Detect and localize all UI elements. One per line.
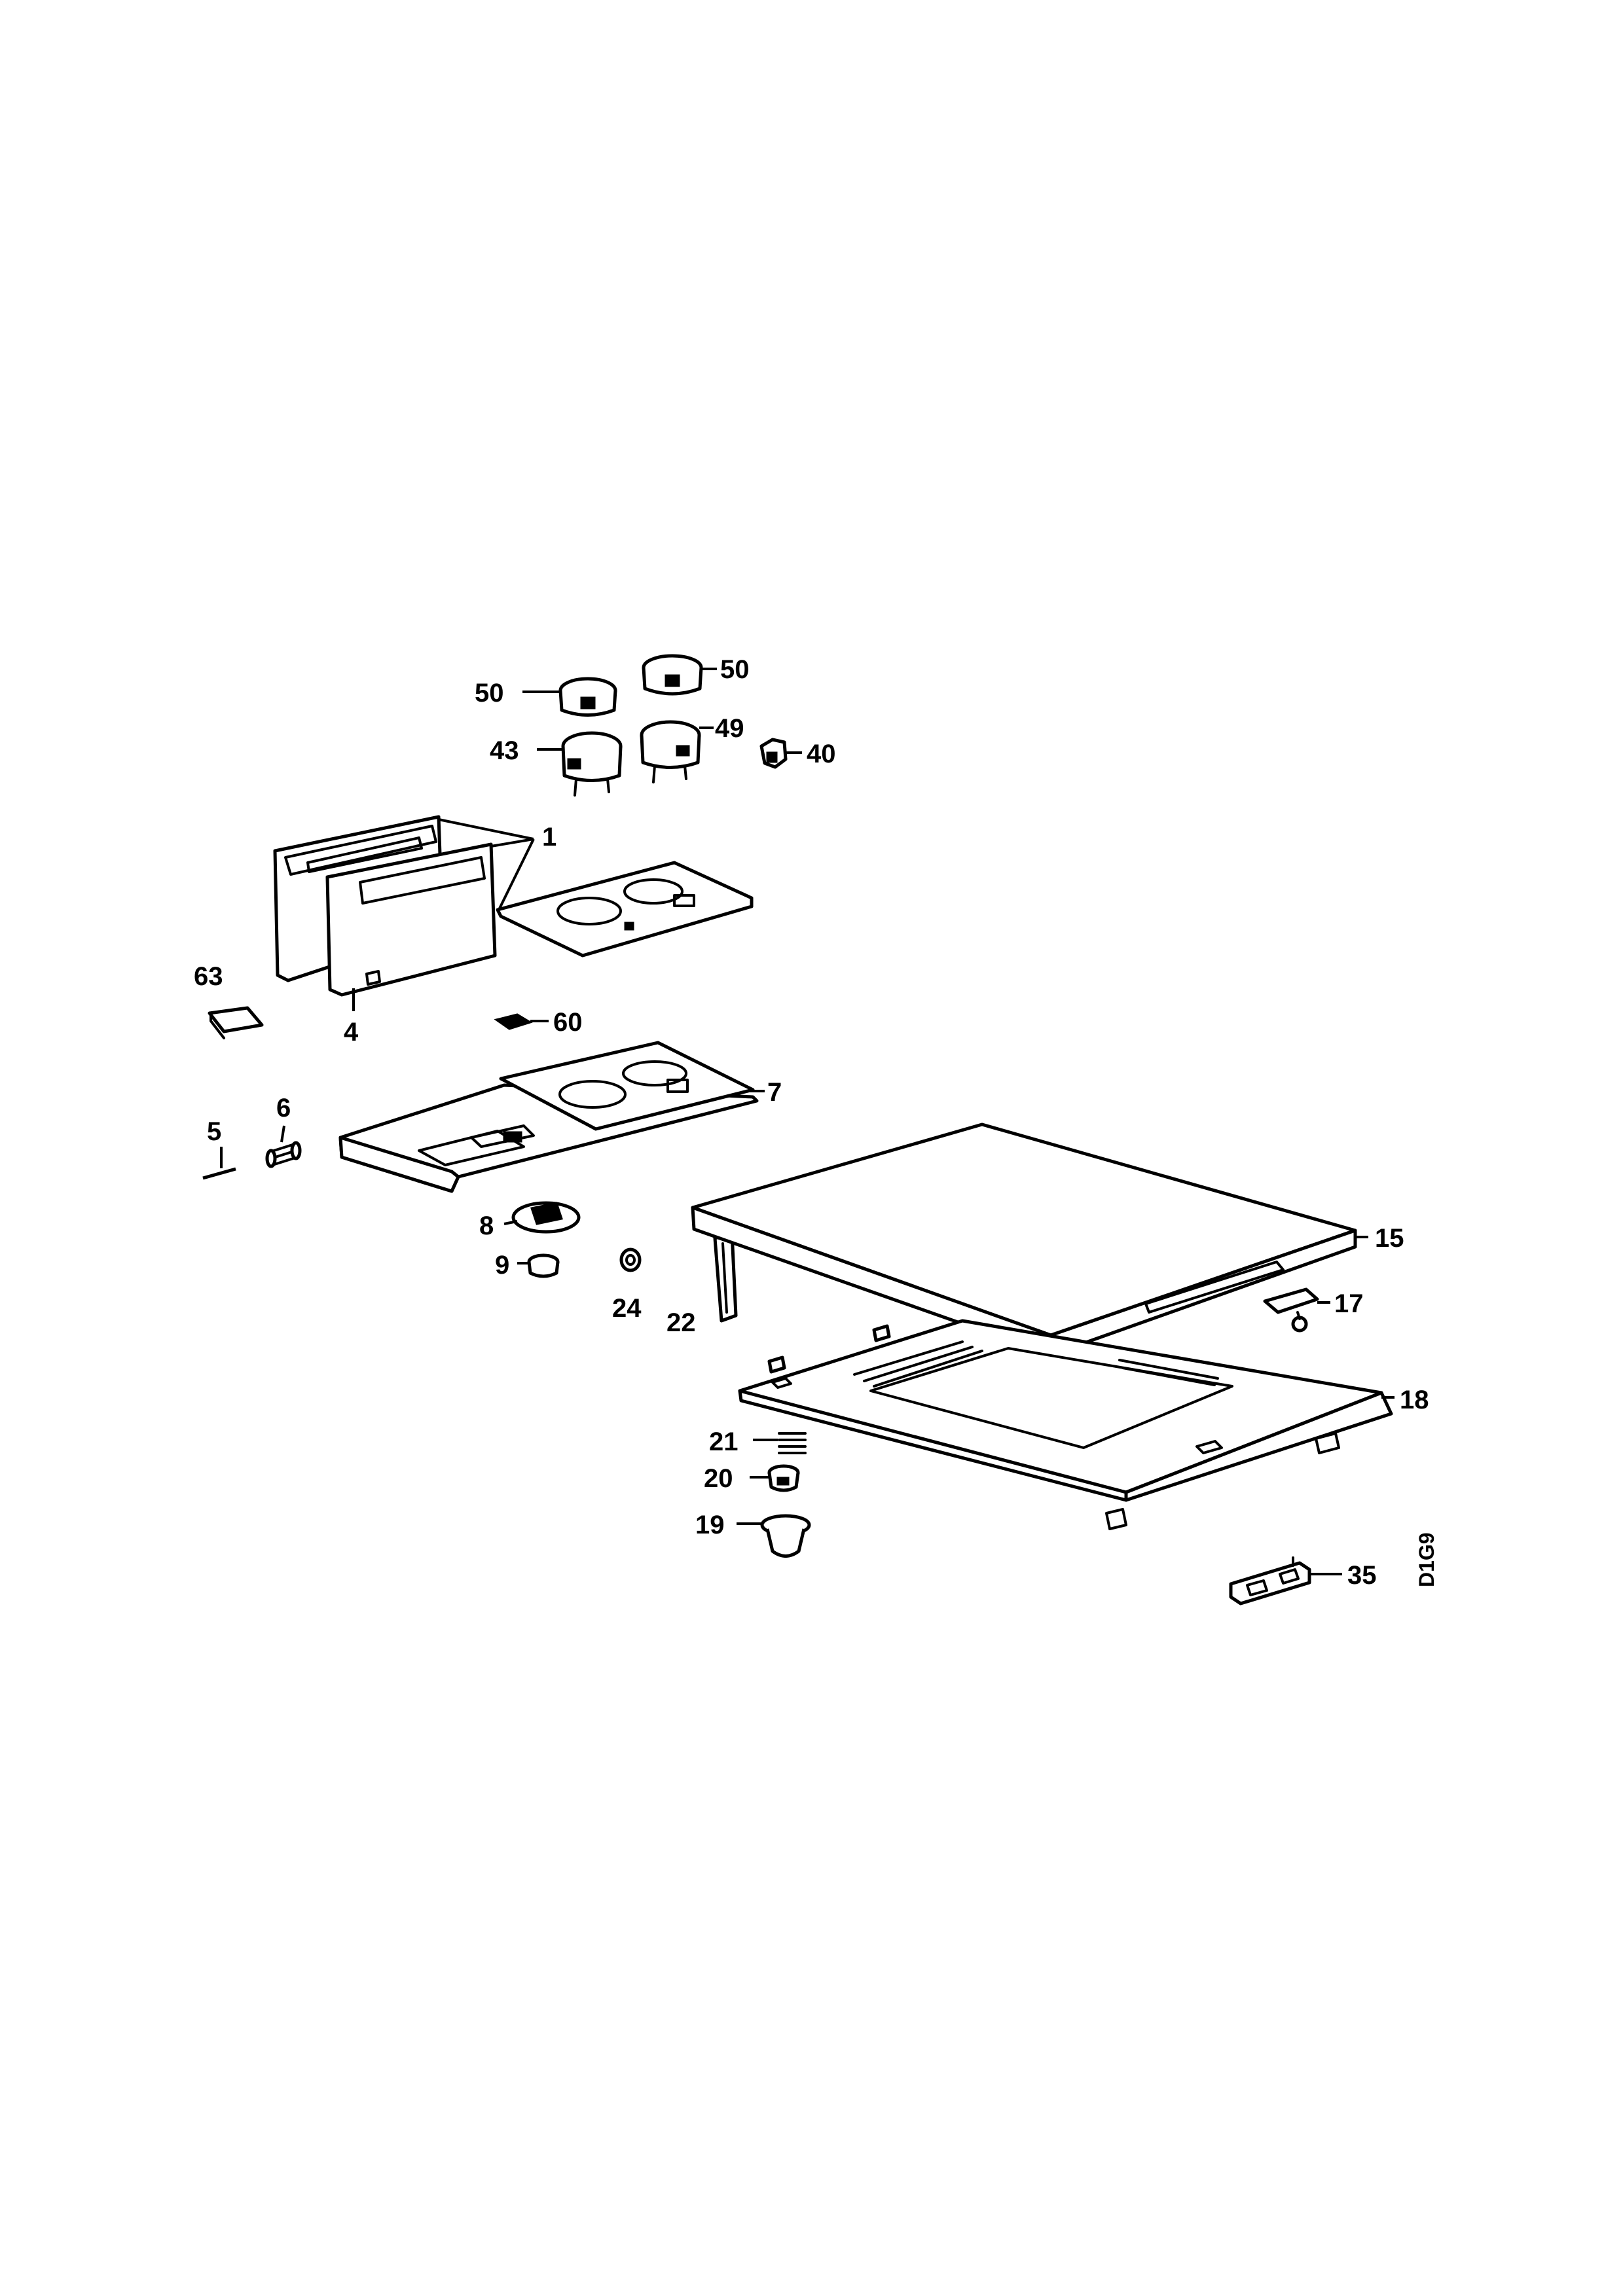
pin-5 [202, 1167, 236, 1180]
label-50-left: 50 [475, 679, 504, 708]
label-8: 8 [479, 1211, 494, 1240]
foot-19 [760, 1514, 811, 1558]
leader-lines [220, 668, 1395, 1575]
label-49: 49 [715, 714, 744, 743]
label-1: 1 [542, 823, 556, 852]
label-60: 60 [553, 1008, 583, 1037]
label-21: 21 [709, 1427, 739, 1456]
control-panel-7 [338, 1041, 759, 1193]
label-17: 17 [1334, 1289, 1364, 1318]
knob-9 [527, 1253, 560, 1278]
button-40 [759, 738, 788, 769]
label-35: 35 [1347, 1561, 1377, 1590]
label-6: 6 [276, 1094, 291, 1122]
callout-labels: 50 50 43 49 40 1 63 4 60 7 6 5 8 9 24 22… [194, 655, 1438, 1590]
control-panel-frame-front [325, 842, 497, 997]
cam-8 [511, 1201, 581, 1234]
top-lid-15 [691, 1122, 1357, 1357]
label-22: 22 [666, 1308, 696, 1337]
spring-21 [778, 1432, 807, 1454]
knob-49 [640, 720, 701, 783]
label-4: 4 [344, 1018, 359, 1047]
label-7: 7 [767, 1078, 782, 1107]
knob-43 [561, 731, 623, 797]
label-40: 40 [807, 740, 836, 768]
knob-cap-50-right [642, 654, 703, 696]
hinge-pin-22 [713, 1231, 738, 1323]
grommet-20 [767, 1464, 800, 1492]
label-19: 19 [695, 1511, 725, 1539]
label-43: 43 [490, 736, 519, 765]
knob-cap-50-left [558, 677, 617, 717]
bushing-24 [619, 1247, 642, 1272]
label-5: 5 [207, 1117, 221, 1146]
gasket-60 [494, 1013, 533, 1030]
label-15: 15 [1375, 1224, 1404, 1253]
catch-17 [1263, 1287, 1319, 1333]
clip-63 [208, 1006, 264, 1039]
label-24: 24 [612, 1294, 642, 1323]
label-9: 9 [495, 1251, 509, 1280]
label-63: 63 [194, 962, 223, 991]
label-20: 20 [704, 1464, 733, 1493]
hinge-35 [1229, 1556, 1311, 1605]
spring-6 [265, 1141, 302, 1168]
worktop-frame-18 [738, 1319, 1393, 1530]
label-50-right: 50 [720, 655, 750, 684]
control-panel-plate [496, 861, 754, 958]
diagram-code: D1G9 [1415, 1532, 1438, 1587]
label-18: 18 [1400, 1386, 1429, 1414]
